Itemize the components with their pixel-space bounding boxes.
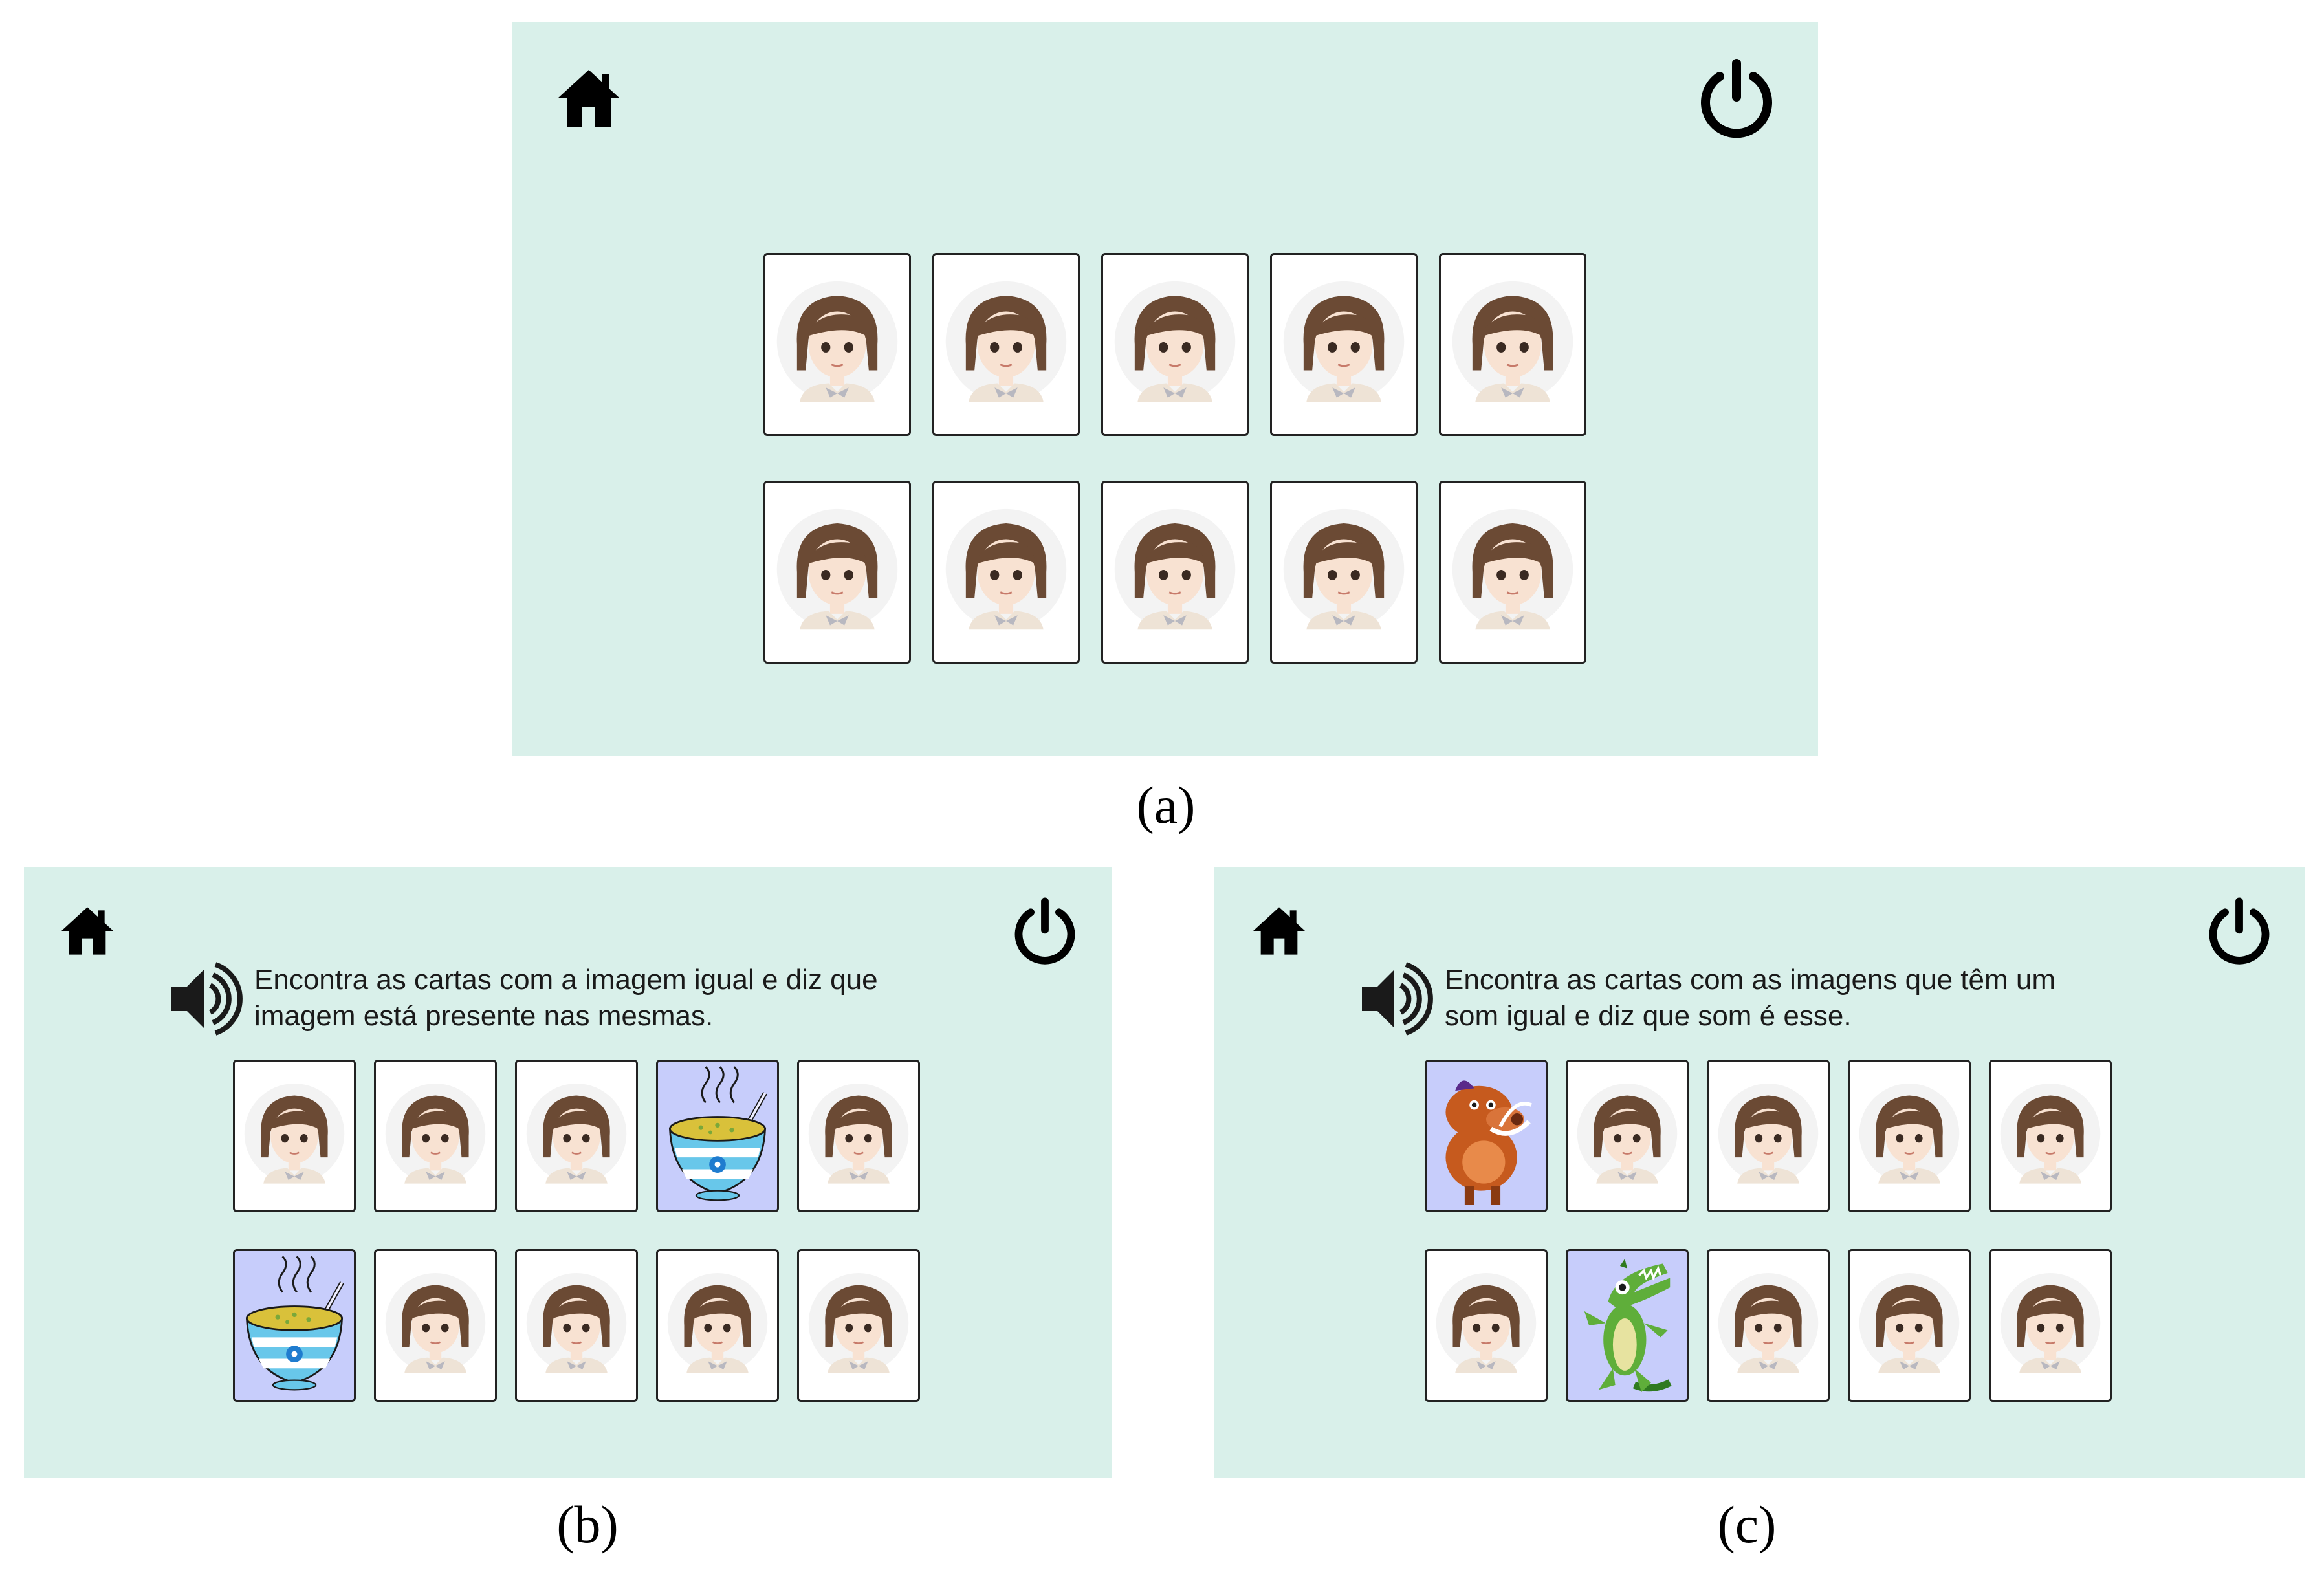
card-back[interactable] bbox=[374, 1249, 497, 1402]
instruction-text: Encontra as cartas com as imagens que tê… bbox=[1445, 962, 2055, 1034]
caption-b: (b) bbox=[556, 1495, 619, 1554]
card-warthog[interactable] bbox=[1425, 1060, 1548, 1212]
girl-avatar-icon bbox=[1859, 1273, 1960, 1373]
card-back[interactable] bbox=[797, 1060, 920, 1212]
card-back[interactable] bbox=[1101, 481, 1249, 664]
girl-avatar-icon bbox=[808, 1273, 909, 1373]
power-button[interactable] bbox=[1695, 57, 1778, 140]
girl-avatar-icon bbox=[1718, 1273, 1819, 1373]
home-button[interactable] bbox=[1252, 905, 1306, 957]
instruction: Encontra as cartas com a imagem igual e … bbox=[168, 959, 878, 1038]
card-back[interactable] bbox=[763, 481, 911, 664]
crocodile-icon bbox=[1584, 1258, 1672, 1393]
caption-c: (c) bbox=[1717, 1495, 1777, 1554]
girl-avatar-icon bbox=[776, 508, 898, 630]
soup-bowl-icon bbox=[245, 1256, 344, 1391]
girl-avatar-icon bbox=[2000, 1084, 2101, 1184]
card-back[interactable] bbox=[515, 1249, 638, 1402]
speaker-button[interactable] bbox=[168, 959, 244, 1038]
card-back[interactable] bbox=[1707, 1060, 1830, 1212]
girl-avatar-icon bbox=[1452, 281, 1573, 402]
card-soup[interactable] bbox=[233, 1249, 356, 1402]
card-back[interactable] bbox=[1707, 1249, 1830, 1402]
speaker-icon bbox=[171, 962, 243, 1036]
instruction-line: som igual e diz que som é esse. bbox=[1445, 1000, 1852, 1032]
girl-avatar-icon bbox=[945, 281, 1067, 402]
power-icon bbox=[1701, 59, 1772, 138]
game-screen-b: Encontra as cartas com a imagem igual e … bbox=[24, 867, 1112, 1478]
card-crocodile[interactable] bbox=[1566, 1249, 1689, 1402]
instruction-text: Encontra as cartas com a imagem igual e … bbox=[254, 962, 878, 1034]
girl-avatar-icon bbox=[1718, 1084, 1819, 1184]
card-back[interactable] bbox=[1989, 1249, 2112, 1402]
card-back[interactable] bbox=[1439, 253, 1586, 436]
home-icon bbox=[558, 70, 620, 127]
power-icon bbox=[1014, 897, 1075, 965]
card-back[interactable] bbox=[932, 481, 1080, 664]
card-back[interactable] bbox=[1989, 1060, 2112, 1212]
caption-a: (a) bbox=[1136, 776, 1196, 834]
card-back[interactable] bbox=[932, 253, 1080, 436]
card-back[interactable] bbox=[797, 1249, 920, 1402]
card-back[interactable] bbox=[763, 253, 911, 436]
game-screen-c: Encontra as cartas com as imagens que tê… bbox=[1214, 867, 2305, 1478]
card-back[interactable] bbox=[374, 1060, 497, 1212]
girl-avatar-icon bbox=[1283, 508, 1405, 630]
home-icon bbox=[1253, 907, 1305, 955]
girl-avatar-icon bbox=[2000, 1273, 2101, 1373]
girl-avatar-icon bbox=[385, 1084, 486, 1184]
instruction-line: Encontra as cartas com as imagens que tê… bbox=[1445, 964, 2055, 996]
card-back[interactable] bbox=[1270, 481, 1418, 664]
girl-avatar-icon bbox=[244, 1084, 345, 1184]
girl-avatar-icon bbox=[526, 1084, 627, 1184]
game-screen-a bbox=[512, 22, 1818, 756]
soup-bowl-icon bbox=[668, 1066, 767, 1201]
card-back[interactable] bbox=[1566, 1060, 1689, 1212]
card-back[interactable] bbox=[1439, 481, 1586, 664]
home-button[interactable] bbox=[556, 67, 621, 129]
girl-avatar-icon bbox=[945, 508, 1067, 630]
speaker-button[interactable] bbox=[1358, 959, 1434, 1038]
card-back[interactable] bbox=[1848, 1060, 1971, 1212]
girl-avatar-icon bbox=[1452, 508, 1573, 630]
speaker-icon bbox=[1362, 962, 1433, 1036]
girl-avatar-icon bbox=[1283, 281, 1405, 402]
girl-avatar-icon bbox=[1577, 1084, 1678, 1184]
power-button[interactable] bbox=[2204, 896, 2274, 966]
instruction: Encontra as cartas com as imagens que tê… bbox=[1358, 959, 2055, 1038]
instruction-line: Encontra as cartas com a imagem igual e … bbox=[254, 964, 878, 996]
girl-avatar-icon bbox=[1114, 281, 1236, 402]
instruction-line: imagem está presente nas mesmas. bbox=[254, 1000, 714, 1032]
girl-avatar-icon bbox=[1859, 1084, 1960, 1184]
power-button[interactable] bbox=[1010, 896, 1080, 966]
card-back[interactable] bbox=[515, 1060, 638, 1212]
girl-avatar-icon bbox=[526, 1273, 627, 1373]
home-button[interactable] bbox=[60, 905, 115, 957]
card-back[interactable] bbox=[1848, 1249, 1971, 1402]
girl-avatar-icon bbox=[808, 1084, 909, 1184]
home-icon bbox=[61, 907, 113, 955]
warthog-icon bbox=[1445, 1080, 1533, 1205]
power-icon bbox=[2209, 897, 2270, 965]
girl-avatar-icon bbox=[776, 281, 898, 402]
card-back[interactable] bbox=[1270, 253, 1418, 436]
girl-avatar-icon bbox=[385, 1273, 486, 1373]
card-back[interactable] bbox=[1425, 1249, 1548, 1402]
card-back[interactable] bbox=[1101, 253, 1249, 436]
girl-avatar-icon bbox=[667, 1273, 768, 1373]
girl-avatar-icon bbox=[1114, 508, 1236, 630]
card-soup[interactable] bbox=[656, 1060, 779, 1212]
card-back[interactable] bbox=[233, 1060, 356, 1212]
girl-avatar-icon bbox=[1436, 1273, 1537, 1373]
card-back[interactable] bbox=[656, 1249, 779, 1402]
